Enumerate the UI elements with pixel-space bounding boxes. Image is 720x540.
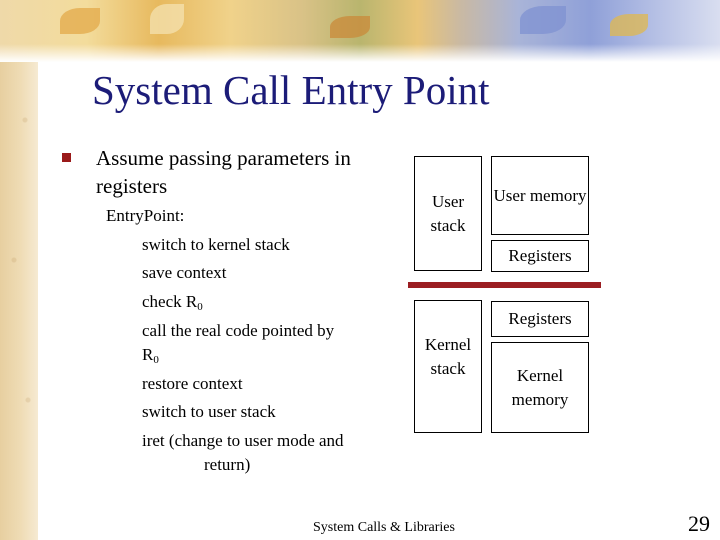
- user-stack-box: User stack: [414, 156, 482, 271]
- page-number: 29: [688, 511, 710, 536]
- box-label: Registers: [508, 246, 572, 265]
- leaf-decoration: [60, 8, 100, 34]
- leaf-decoration: [150, 4, 184, 34]
- code-text: check R: [142, 292, 198, 311]
- code-line: check R0: [142, 292, 203, 313]
- box-label: Registers: [508, 309, 572, 328]
- box-label: User memory: [493, 185, 587, 205]
- bullet-square-icon: [62, 153, 71, 162]
- bullet-text: Assume passing parameters in registers: [96, 146, 351, 198]
- user-memory-box: User memory: [491, 156, 589, 235]
- leaf-decoration: [520, 6, 566, 34]
- leaf-decoration: [610, 14, 648, 36]
- slide-title: System Call Entry Point: [92, 67, 490, 113]
- user-kernel-divider: [408, 282, 601, 288]
- leaf-decoration: [330, 16, 370, 38]
- code-line: save context: [142, 263, 227, 282]
- kernel-stack-box: Kernel stack: [414, 300, 482, 433]
- subscript: 0: [153, 354, 159, 366]
- kernel-registers-box: Registers: [491, 301, 589, 337]
- subscript: 0: [197, 301, 203, 313]
- code-line: return): [204, 455, 251, 474]
- box-label: Kernel memory: [511, 365, 569, 409]
- code-line: restore context: [142, 374, 243, 393]
- decorative-side-strip: [0, 0, 38, 540]
- user-registers-box: Registers: [491, 240, 589, 272]
- code-text: R: [142, 345, 154, 364]
- code-line: call the real code pointed by: [142, 321, 335, 340]
- footer-text: System Calls & Libraries: [313, 520, 455, 535]
- box-label: Kernel stack: [424, 334, 472, 378]
- decorative-banner: [0, 0, 720, 62]
- code-line: switch to user stack: [142, 402, 276, 421]
- box-label: User stack: [430, 191, 466, 235]
- code-line: iret (change to user mode and: [142, 431, 344, 450]
- code-line: switch to kernel stack: [142, 235, 290, 254]
- kernel-memory-box: Kernel memory: [491, 342, 589, 433]
- code-line: R0: [142, 345, 159, 366]
- entry-point-label: EntryPoint:: [106, 206, 185, 225]
